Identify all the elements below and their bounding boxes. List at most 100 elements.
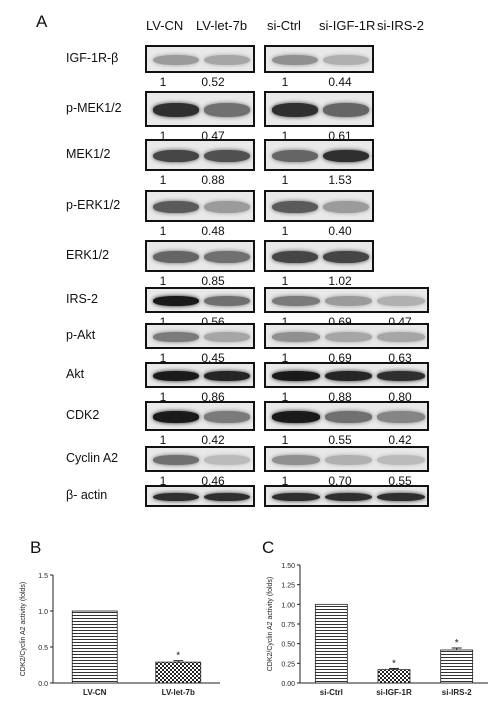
- y-axis-label: CDK2/Cyclin A2 activity (folds): [267, 577, 274, 672]
- protein-band: [377, 296, 425, 306]
- densitometry-value: 0.44: [328, 75, 352, 89]
- y-axis-label: CDK2/Cyclin A2 activity (folds): [20, 582, 27, 677]
- panel-b-letter: B: [30, 538, 42, 557]
- densitometry-value: 1.53: [328, 173, 352, 187]
- densitometry-value: 1: [281, 315, 289, 329]
- protein-band: [153, 250, 199, 264]
- y-tick-label: 0.00: [281, 681, 295, 688]
- densitometry-value: 1: [159, 224, 167, 238]
- protein-band: [204, 149, 250, 163]
- blot-left: [145, 287, 255, 313]
- protein-band: [272, 54, 318, 66]
- protein-band: [323, 200, 369, 214]
- densitometry-value: 1: [281, 224, 289, 238]
- densitometry-value: 0.70: [328, 474, 352, 488]
- densitometry-value: 0.63: [388, 351, 412, 365]
- protein-band: [272, 332, 320, 342]
- blot-row-label: Akt: [66, 367, 85, 381]
- densitometry-value: 1: [159, 315, 167, 329]
- protein-band: [204, 296, 250, 306]
- blot-left: [145, 401, 255, 431]
- blot-row-label: p-Akt: [66, 328, 96, 342]
- blot-left: [145, 240, 255, 272]
- blot-right: [264, 139, 374, 171]
- densitometry-value: 0.52: [201, 75, 225, 89]
- column-header-lv-let-7b: LV-let-7b: [196, 18, 248, 33]
- bar: [377, 669, 411, 684]
- blot-left: [145, 45, 255, 73]
- densitometry-value: 0.88: [201, 173, 225, 187]
- protein-band: [153, 149, 199, 163]
- protein-band: [204, 200, 250, 214]
- y-tick-label: 1.25: [281, 583, 295, 590]
- y-tick-label: 1.00: [281, 602, 295, 609]
- blot-right: [264, 323, 429, 349]
- bar: [440, 649, 474, 684]
- blot-left: [145, 139, 255, 171]
- blot-row-label: Cyclin A2: [66, 451, 119, 465]
- blot-row-label: IRS-2: [66, 292, 98, 306]
- x-tick-label: si-Ctrl: [320, 688, 343, 697]
- protein-band: [272, 149, 318, 163]
- blot-right: [264, 45, 374, 73]
- densitometry-value: 0.48: [201, 224, 225, 238]
- protein-band: [377, 411, 425, 423]
- densitometry-value: 1: [159, 474, 167, 488]
- densitometry-value: 1: [159, 390, 167, 404]
- bar: [71, 610, 118, 684]
- densitometry-value: 1: [281, 351, 289, 365]
- y-tick-label: 0.0: [38, 681, 48, 688]
- protein-band: [272, 250, 318, 264]
- x-tick-label: si-IRS-2: [442, 688, 472, 697]
- blot-row-label: p-ERK1/2: [66, 198, 121, 212]
- densitometry-value: 1: [281, 173, 289, 187]
- protein-band: [153, 296, 199, 306]
- blot-left: [145, 91, 255, 127]
- bar-chart-c: 0.000.250.500.751.001.251.50CDK2/Cyclin …: [267, 563, 488, 697]
- protein-band: [323, 103, 369, 117]
- densitometry-value: 0.86: [201, 390, 225, 404]
- protein-band: [272, 200, 318, 214]
- protein-band: [153, 371, 199, 381]
- blot-row-label: CDK2: [66, 408, 100, 422]
- protein-band: [272, 371, 320, 381]
- protein-band: [272, 492, 320, 502]
- densitometry-value: 1: [281, 474, 289, 488]
- densitometry-value: 1: [281, 274, 289, 288]
- densitometry-value: 1.02: [328, 274, 352, 288]
- protein-band: [204, 103, 250, 117]
- densitometry-value: 1: [159, 274, 167, 288]
- densitometry-value: 1: [281, 433, 289, 447]
- protein-band: [272, 296, 320, 306]
- protein-band: [324, 411, 373, 423]
- densitometry-value: 0.42: [388, 433, 412, 447]
- protein-band: [204, 54, 250, 66]
- significance-marker: *: [455, 638, 459, 649]
- protein-band: [153, 103, 199, 117]
- densitometry-value: 1: [281, 129, 289, 143]
- densitometry-value: 0.46: [201, 474, 225, 488]
- y-tick-label: 1.50: [281, 563, 295, 570]
- bar: [314, 603, 348, 684]
- significance-marker: *: [392, 658, 396, 669]
- densitometry-value: 1: [159, 75, 167, 89]
- protein-band: [324, 371, 373, 381]
- blot-right: [264, 401, 429, 431]
- protein-band: [153, 200, 199, 214]
- protein-band: [323, 250, 369, 264]
- column-header-lv-cn: LV-CN: [146, 18, 184, 33]
- protein-band: [323, 54, 369, 66]
- blot-left: [145, 446, 255, 472]
- blot-row-label: β- actin: [66, 488, 108, 502]
- blot-left: [145, 190, 255, 222]
- y-tick-label: 1.0: [38, 609, 48, 616]
- column-header-si-ctrl: si-Ctrl: [267, 18, 301, 33]
- column-header-si-igf-1r: si-IGF-1R: [319, 18, 376, 33]
- blot-row-label: ERK1/2: [66, 248, 110, 262]
- y-tick-label: 0.5: [38, 645, 48, 652]
- protein-band: [324, 332, 373, 342]
- y-tick-label: 0.25: [281, 661, 295, 668]
- x-tick-label: LV-let-7b: [162, 688, 195, 697]
- protein-band: [272, 411, 320, 423]
